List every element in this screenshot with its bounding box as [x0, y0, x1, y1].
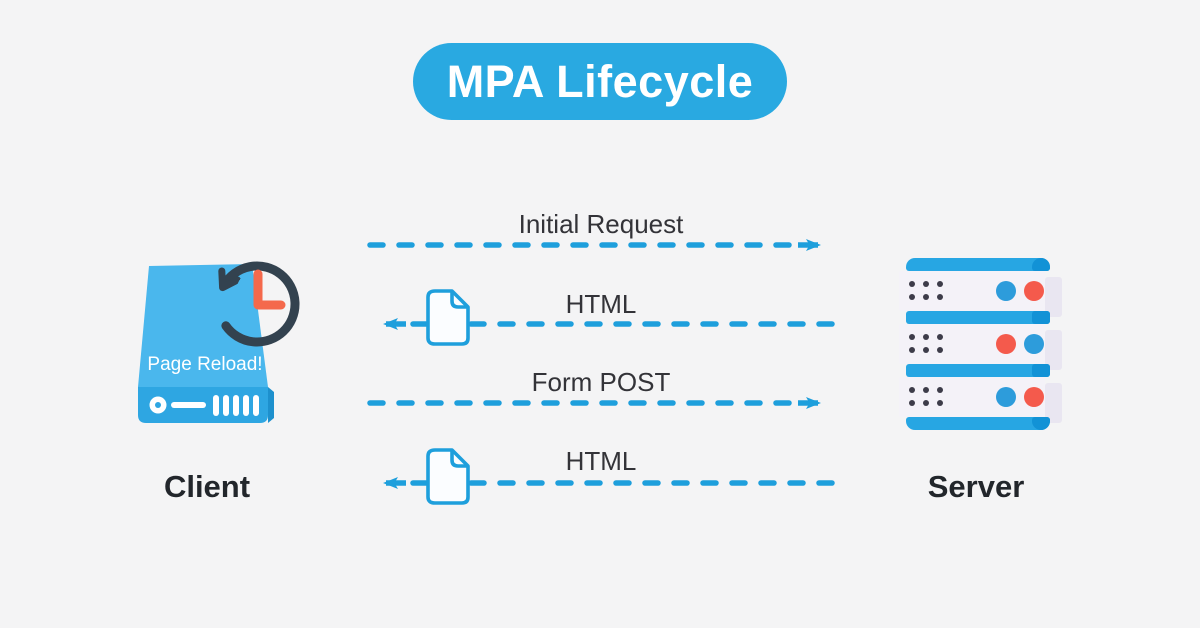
- client-label: Client: [163, 469, 251, 504]
- led-red-icon: [1024, 281, 1044, 301]
- row-label-initial-request: Initial Request: [518, 209, 684, 239]
- dashed-arrow-right-icon: [367, 239, 821, 251]
- server-unit: [899, 271, 1062, 317]
- document-icon: [426, 289, 470, 346]
- server-bar: [906, 258, 1050, 271]
- server-rack-icon: [897, 256, 1065, 432]
- server-unit: [899, 377, 1062, 423]
- reload-clock-icon: [224, 261, 300, 347]
- client-box-top-face: [138, 264, 268, 387]
- row-label-form-post: Form POST: [531, 367, 671, 397]
- led-blue-icon: [996, 387, 1016, 407]
- panel-vents-icon: [213, 395, 259, 416]
- page-title: MPA Lifecycle: [446, 55, 754, 107]
- server-dots-icon: [909, 334, 943, 353]
- server-label: Server: [927, 469, 1025, 504]
- led-red-icon: [1024, 387, 1044, 407]
- client-computer-icon: [138, 261, 300, 423]
- server-dots-icon: [909, 387, 943, 406]
- led-red-icon: [996, 334, 1016, 354]
- server-bar: [906, 417, 1050, 430]
- server-unit: [899, 324, 1062, 370]
- led-blue-icon: [1024, 334, 1044, 354]
- row-label-html-response-1: HTML: [565, 289, 637, 319]
- server-bar: [906, 364, 1050, 377]
- client-box-text: Page Reload!: [147, 354, 263, 375]
- server-bar: [906, 311, 1050, 324]
- document-icon: [426, 448, 470, 505]
- title-pill: MPA Lifecycle: [413, 43, 787, 120]
- server-dots-icon: [909, 281, 943, 300]
- client-box-side-face: [268, 387, 274, 423]
- dashed-arrow-left-icon: [383, 477, 835, 489]
- row-label-html-response-2: HTML: [565, 446, 637, 476]
- led-blue-icon: [996, 281, 1016, 301]
- dashed-arrow-left-icon: [383, 318, 835, 330]
- dashed-arrow-right-icon: [367, 397, 821, 409]
